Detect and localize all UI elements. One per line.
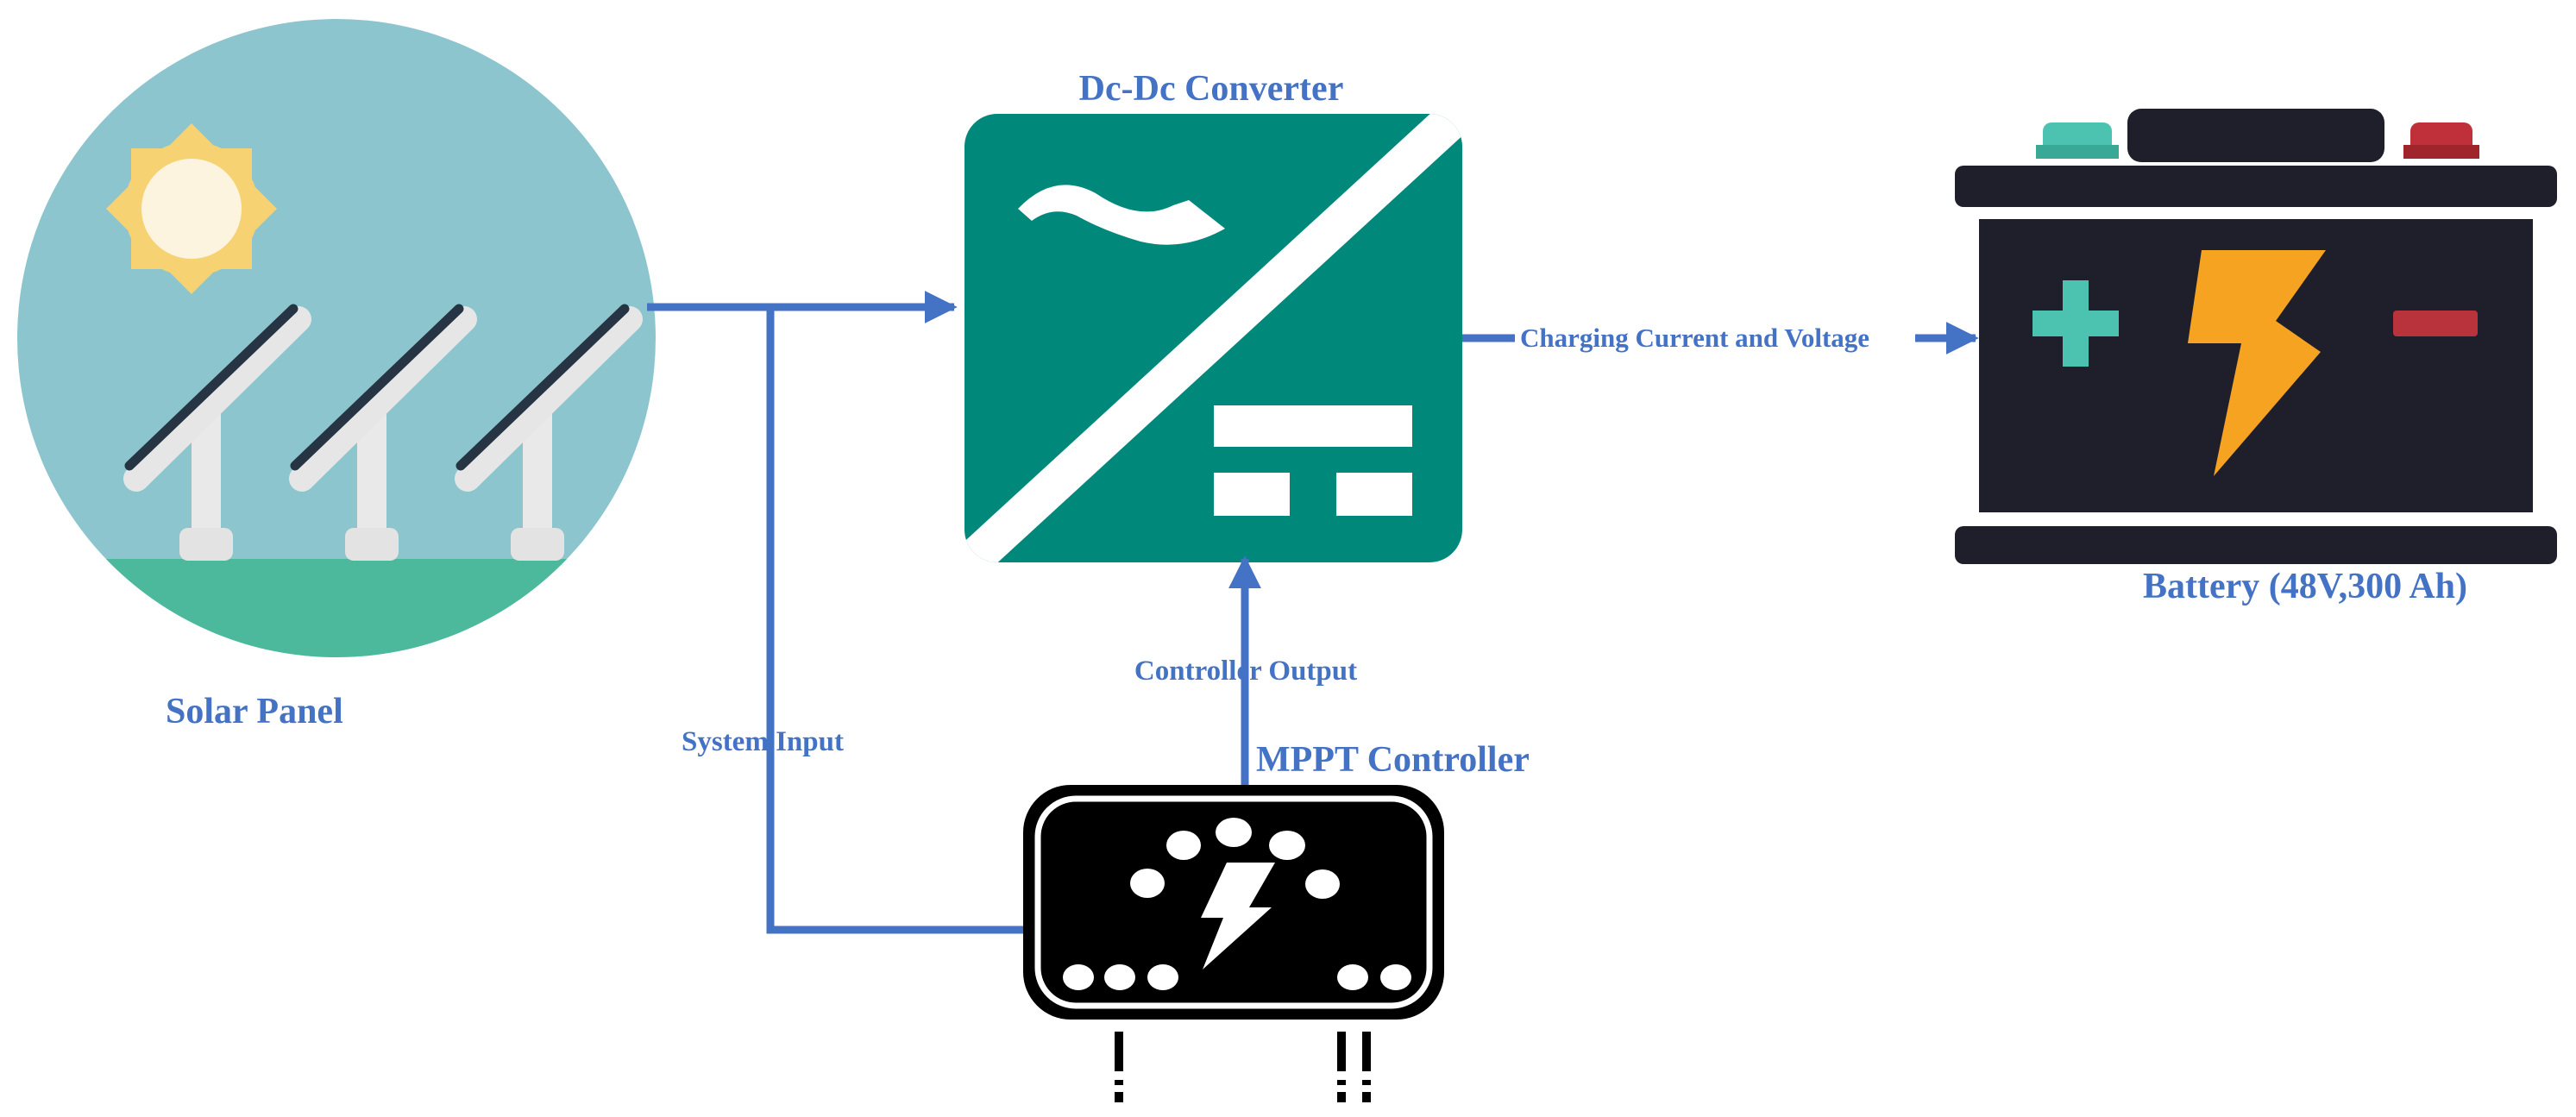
dcdc-converter-label: Dc-Dc Converter (1079, 69, 1344, 109)
mppt-controller-icon (1023, 785, 1444, 1102)
battery-label: Battery (48V,300 Ah) (2143, 567, 2467, 606)
system-input-label: System Input (682, 726, 844, 757)
controller-dial-lights (1130, 818, 1340, 899)
mppt-controller-label: MPPT Controller (1256, 740, 1530, 780)
solar-module-1 (123, 304, 311, 561)
battery-minus-icon (2393, 311, 2478, 336)
controller-status-lights (1063, 964, 1411, 990)
dc-symbol-dash-2 (1336, 473, 1412, 516)
controller-leads (1115, 1032, 1371, 1102)
connections (647, 291, 1979, 934)
ground (17, 559, 656, 657)
battery-handle (2127, 109, 2384, 162)
dc-symbol-dash-1 (1214, 473, 1290, 516)
dc-symbol-bar (1214, 405, 1412, 447)
solar-module-3 (455, 304, 643, 561)
converter-diagonal (964, 114, 1462, 562)
solar-module-2 (289, 304, 477, 561)
controller-output-label: Controller Output (1134, 656, 1357, 687)
battery-bolt-icon (2188, 250, 2326, 476)
solar-panel-label: Solar Panel (166, 692, 343, 731)
battery-base (1955, 526, 2557, 564)
controller-bolt-icon (1201, 863, 1275, 970)
ac-wave-icon (1018, 185, 1225, 245)
battery-icon (1955, 109, 2557, 564)
battery-plus-icon (2033, 280, 2119, 367)
battery-top-rim (1955, 166, 2557, 207)
charging-label: Charging Current and Voltage (1520, 323, 1869, 353)
sun-icon (106, 123, 277, 294)
controller-bezel (1034, 795, 1433, 1009)
system-input-wire (766, 307, 1023, 934)
dc-dc-converter-icon (964, 114, 1462, 562)
solar-panel-scene-icon (17, 19, 656, 657)
